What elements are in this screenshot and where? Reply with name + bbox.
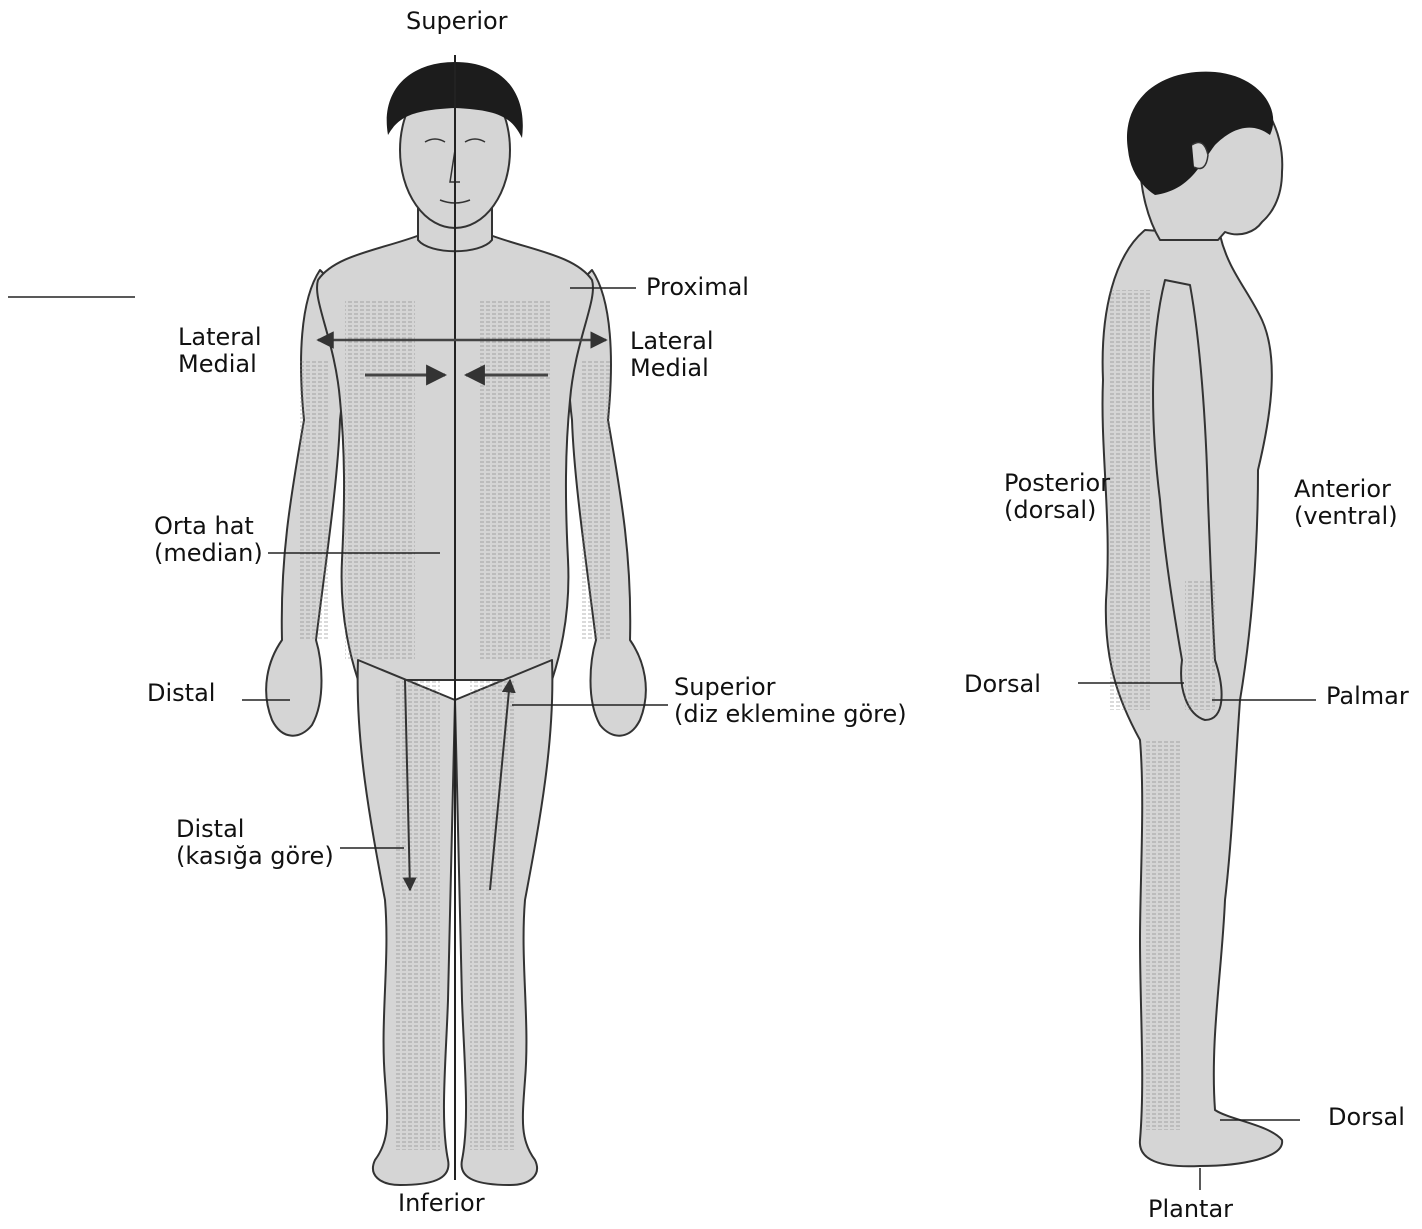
label-distal-hand: Distal [147, 680, 215, 707]
label-inferior: Inferior [398, 1190, 485, 1217]
label-medial-left: Medial [178, 351, 262, 378]
side-ear [1192, 143, 1208, 169]
label-posterior-line1: Posterior [1004, 470, 1110, 497]
label-proximal: Proximal [646, 274, 749, 301]
label-anterior-line1: Anterior [1294, 476, 1398, 503]
label-midline: Orta hat (median) [154, 513, 263, 567]
label-anterior-line2: (ventral) [1294, 503, 1398, 530]
label-midline-line1: Orta hat [154, 513, 263, 540]
label-lateral-medial-right: Lateral Medial [630, 328, 714, 382]
label-lateral-medial-left: Lateral Medial [178, 324, 262, 378]
label-medial-right: Medial [630, 355, 714, 382]
label-midline-line2: (median) [154, 540, 263, 567]
label-superior-knee-line2: (diz eklemine göre) [674, 701, 907, 728]
label-lateral-left: Lateral [178, 324, 262, 351]
label-dorsal-hand: Dorsal [964, 671, 1041, 698]
label-dorsal-foot: Dorsal [1328, 1104, 1405, 1131]
label-palmar: Palmar [1326, 683, 1409, 710]
label-superior-knee: Superior (diz eklemine göre) [674, 674, 907, 728]
label-superior-knee-line1: Superior [674, 674, 907, 701]
label-distal-groin-line2: (kasığa göre) [176, 843, 334, 870]
label-posterior-line2: (dorsal) [1004, 497, 1110, 524]
label-posterior: Posterior (dorsal) [1004, 470, 1110, 524]
label-lateral-right: Lateral [630, 328, 714, 355]
label-anterior: Anterior (ventral) [1294, 476, 1398, 530]
label-distal-groin: Distal (kasığa göre) [176, 816, 334, 870]
label-superior-top: Superior [406, 8, 508, 35]
label-distal-groin-line1: Distal [176, 816, 334, 843]
label-plantar: Plantar [1148, 1196, 1233, 1223]
